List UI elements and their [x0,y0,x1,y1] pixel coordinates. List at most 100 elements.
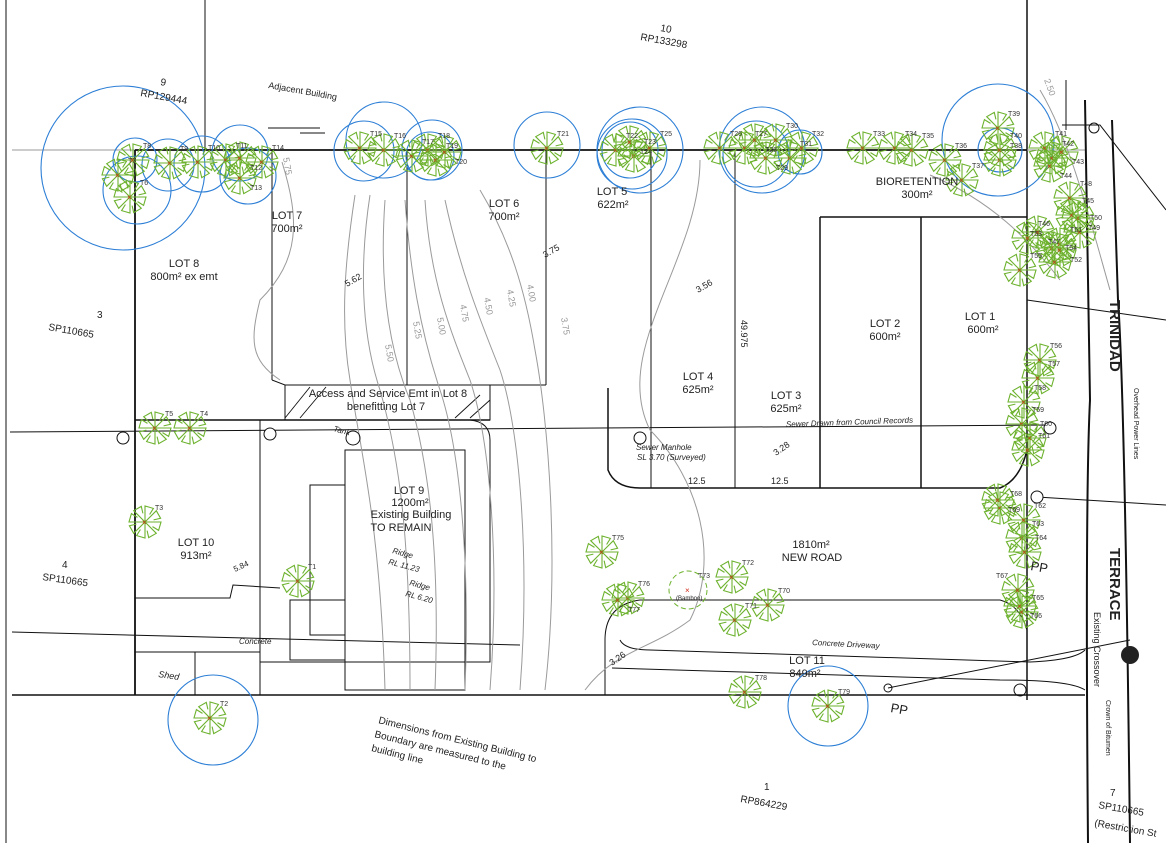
tree-marker-icon: × [1035,374,1040,383]
tree-marker-icon: × [142,518,147,527]
lot-11-name: LOT 11 [789,655,825,667]
crossover-label: Existing Crossover [1092,612,1102,687]
tree-marker-icon: × [1049,154,1054,163]
tree-t1: × [281,564,315,598]
tree-label: T58 [1034,385,1046,392]
tree-label: T37 [972,163,984,170]
tree-marker-icon: × [942,156,947,165]
tree-t19: × [419,143,453,177]
tree-t37: × [945,163,979,197]
tree-crown-icon [245,145,279,179]
tree-crown-icon [153,146,187,180]
tree-t64: × [1008,535,1042,569]
lot-3-name: LOT 3 [771,390,801,402]
tree-marker-icon: × [1021,398,1026,407]
street-name-terrace: TERRACE [1106,548,1123,621]
tree-label: T51 [1070,227,1082,234]
tree-label: T19 [446,143,458,150]
tree-label: T35 [922,133,934,140]
tree-marker-icon: × [1019,608,1024,617]
parcel-7-note: (Restriction St [1093,818,1157,840]
sewer-label: Sewer Drawn from Council Records [786,416,913,429]
tree-label: T34 [905,131,917,138]
tree-marker-icon: × [765,601,770,610]
tree-label: T24 [640,149,652,156]
tree-label: T46 [1038,221,1050,228]
concrete-label: Concrete [239,637,272,646]
tree-crown-icon [1045,135,1079,169]
tree-t22: × [599,133,633,167]
parcel-7-num: 7 [1110,788,1116,799]
lot-9-area: 1200m² [391,497,429,509]
tree-marker-icon: × [237,154,242,163]
tree-t36: × [928,143,962,177]
tree-t20: × [428,135,462,169]
tree-marker-icon: × [1047,162,1052,171]
tree-crown-icon [981,483,1015,517]
tree-t71: × [718,603,752,637]
lot-7-area: 700m² [271,223,303,235]
lot-6-name: LOT 6 [489,198,519,210]
tree-label: T68 [1010,491,1022,498]
canopy-circle [219,147,277,205]
tree-marker-icon: × [442,148,447,157]
tree-marker-icon: × [237,174,242,183]
tree-t6: × [113,180,147,214]
tree-marker-icon: × [381,146,386,155]
dim-12-5-b: 12.5 [771,476,789,486]
tree-t25: × [633,131,667,165]
tree-t35: × [895,133,929,167]
tree-label: T47 [1048,239,1060,246]
tree-marker-icon: × [425,146,430,155]
road-label: NEW ROAD [782,552,843,564]
tree-crown-icon [1033,149,1067,183]
tree-label: T65 [1032,595,1044,602]
tree-marker-icon: × [860,144,865,153]
parcel-7-plan: SP110665 [1097,800,1145,819]
parcel-10-num: 10 [659,23,672,36]
tree-marker-icon: × [613,146,618,155]
lot-6-area: 700m² [488,211,520,223]
manhole-label: Sewer Manhole [636,443,692,452]
tree-marker-icon: × [1015,586,1020,595]
tree-t2: × [193,701,227,735]
tree-label: T1 [308,564,316,571]
tree-t72: × [715,560,749,594]
tree-crown-icon [530,131,564,165]
level-label: 3.75 [541,242,561,259]
tree-marker-icon: × [167,159,172,168]
lot-9-name: LOT 9 [394,485,424,497]
overhead-label: Overhead Power Lines [1132,388,1139,460]
tree-crown-icon [223,161,257,195]
tree-label: T79 [838,689,850,696]
shed-label: Shed [158,669,181,682]
tree-marker-icon: × [995,496,1000,505]
tree-label: T18 [438,133,450,140]
tree-label: T61 [1038,433,1050,440]
canopy-circle [718,106,806,194]
tree-label: T14 [272,145,284,152]
tree-marker-icon: × [997,146,1002,155]
tree-t65: × [1005,595,1039,629]
level-labels: 5.62 3.75 3.56 3.28 3.26 5.75 5.50 5.25 … [281,77,1057,667]
crown-label: Crown of Bitumen [1104,700,1111,756]
tree-crown-icon [138,411,172,445]
tree-crown-icon [613,125,647,159]
tree-marker-icon: × [295,577,300,586]
tree-marker-icon: × [825,702,830,711]
tree-marker-icon: × [599,548,604,557]
contour-label: 5.75 [281,157,294,176]
parcel-1-plan: RP864229 [739,794,788,813]
tree-label: T9 [180,146,188,153]
tree-t29: × [749,141,783,175]
tree-marker-icon: × [742,688,747,697]
tree-crown-icon [895,133,929,167]
tree-label: T56 [1050,343,1062,350]
tree-marker-icon: × [909,146,914,155]
tree-label: T48 [1080,181,1092,188]
canopy-circle [167,674,259,766]
tree-label: T32 [812,131,824,138]
tree-t10: × [181,145,215,179]
tree-marker-icon: × [223,156,228,165]
street-name-trinidad: TRINIDAD [1106,300,1123,372]
